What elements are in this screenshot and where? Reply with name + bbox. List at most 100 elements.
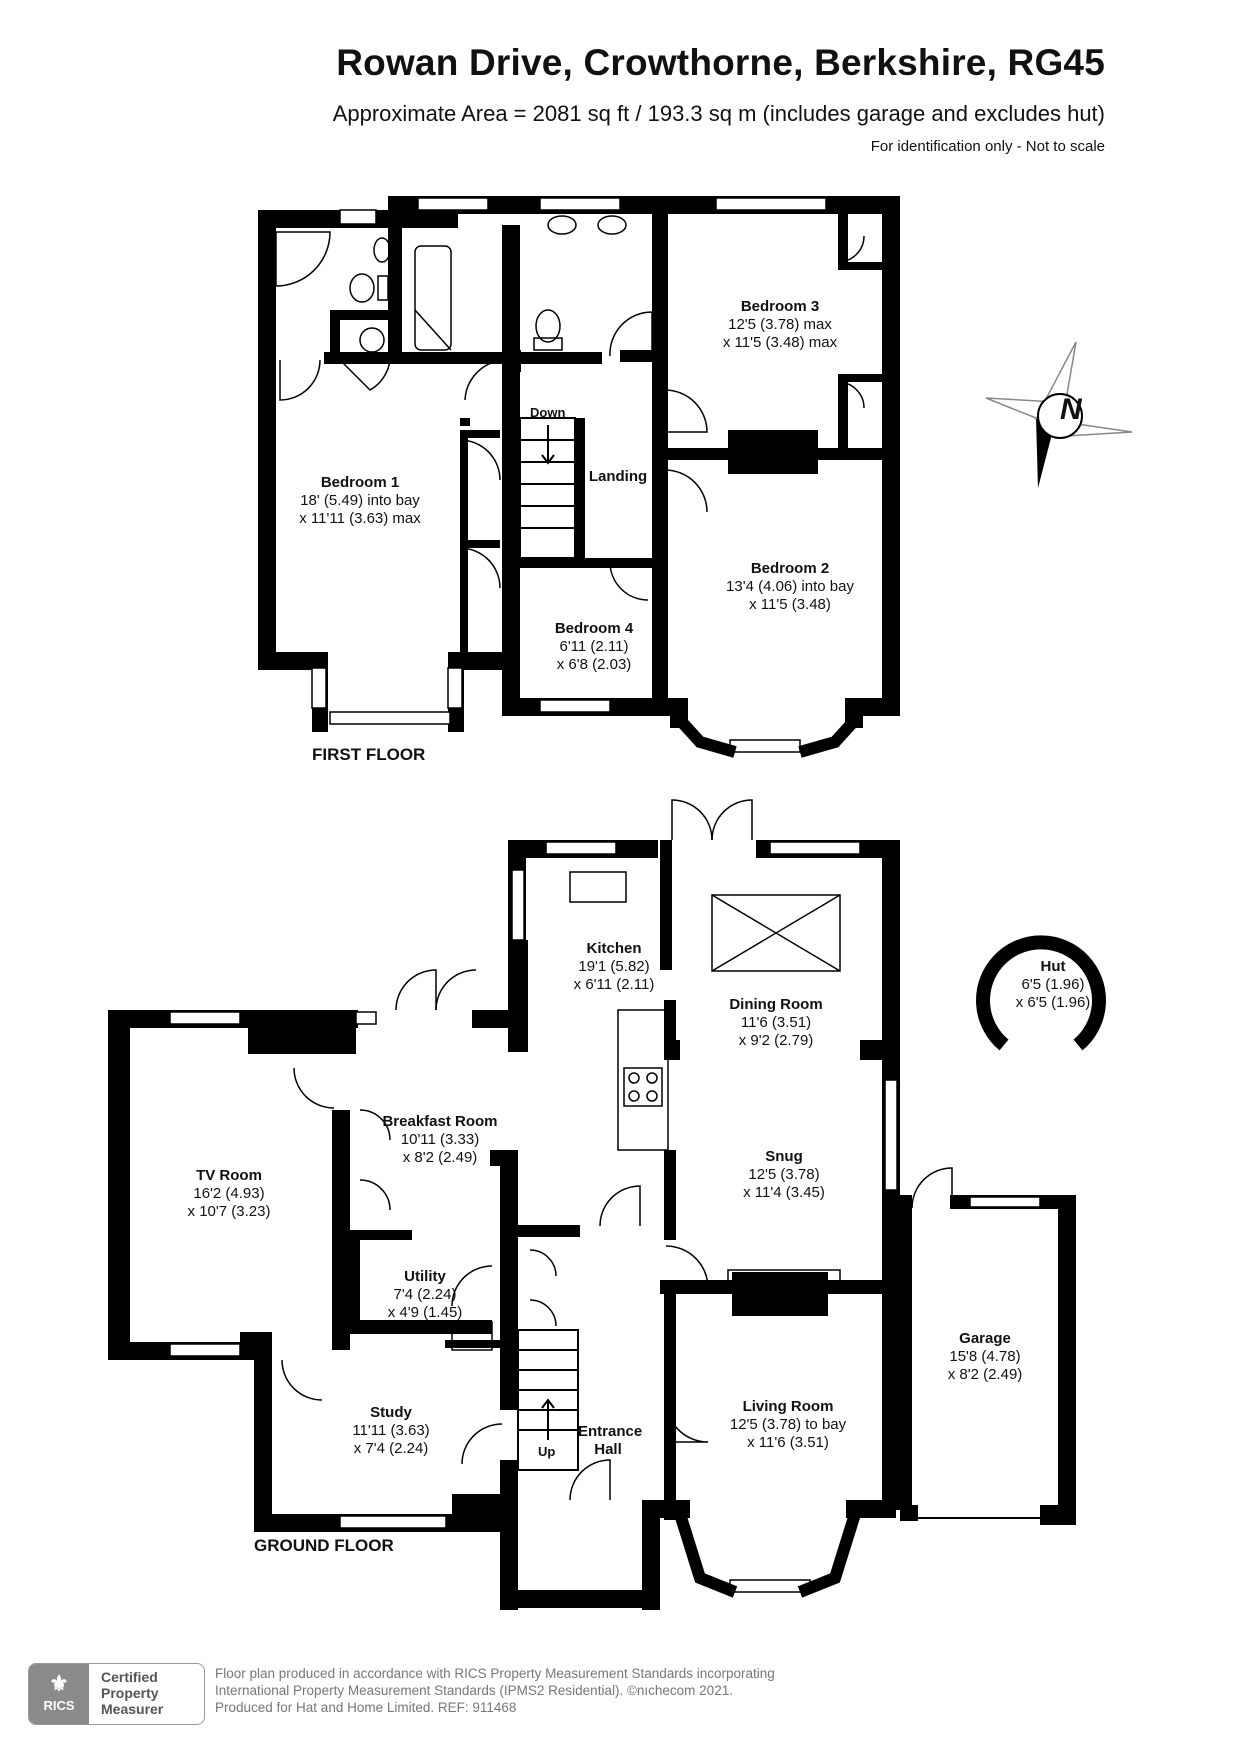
hearth	[727, 1269, 841, 1289]
wall	[642, 1500, 660, 1610]
room-label-utility: Utility 7'4 (2.24) x 4'9 (1.45)	[387, 1268, 463, 1321]
wall	[848, 262, 888, 270]
toilet	[349, 273, 375, 303]
bay-window	[798, 715, 860, 758]
wall	[248, 1010, 356, 1054]
window	[169, 1011, 241, 1025]
window	[169, 1343, 241, 1357]
window	[417, 197, 489, 211]
room-label-bedroom-2: Bedroom 2 13'4 (4.06) into bay x 11'5 (3…	[726, 560, 854, 613]
staircase	[517, 1329, 579, 1471]
room-label-tv-room: TV Room 16'2 (4.93) x 10'7 (3.23)	[187, 1167, 271, 1220]
room-label-living-room: Living Room 12'5 (3.78) to bay x 11'6 (3…	[729, 1398, 847, 1451]
wall	[330, 310, 390, 320]
wall	[350, 1240, 360, 1325]
door-swing	[569, 1459, 611, 1501]
door-swing	[459, 439, 501, 481]
boiler-cupboard	[359, 327, 385, 353]
door-swing	[529, 1299, 557, 1327]
hut-outline	[976, 935, 1106, 1051]
wall	[620, 350, 660, 362]
wall	[276, 212, 292, 218]
wall	[500, 1150, 518, 1410]
area-subtitle: Approximate Area = 2081 sq ft / 193.3 sq…	[332, 101, 1105, 126]
wall	[664, 1000, 676, 1050]
window	[539, 197, 621, 211]
toilet	[535, 309, 561, 343]
chimney-breast	[732, 1272, 828, 1316]
bay-window	[797, 1512, 861, 1598]
door-swing	[281, 1359, 323, 1401]
wall	[1040, 1505, 1076, 1525]
room-label-study: Study 11'11 (3.63) x 7'4 (2.24)	[352, 1404, 430, 1457]
window	[769, 841, 861, 855]
wall	[508, 940, 528, 1052]
wall	[460, 652, 510, 670]
door-swing	[711, 799, 753, 841]
wall	[500, 1460, 518, 1610]
wall	[258, 210, 276, 670]
door-swing	[609, 561, 649, 601]
door-swing	[435, 969, 477, 1011]
wall	[350, 1230, 412, 1240]
door-swing	[837, 381, 865, 409]
wall	[330, 310, 340, 360]
bath	[414, 245, 452, 351]
wall	[505, 350, 521, 372]
wall	[838, 210, 848, 270]
rics-certified-badge: ⚜ RICS Certified Property Measurer	[28, 1663, 205, 1725]
bay-window	[674, 1512, 738, 1598]
window	[339, 209, 377, 225]
room-label-bedroom-3: Bedroom 3 12'5 (3.78) max x 11'5 (3.48) …	[722, 298, 838, 351]
room-label-kitchen: Kitchen 19'1 (5.82) x 6'11 (2.11)	[573, 940, 655, 993]
window	[715, 197, 827, 211]
room-label-entrance-hall: Entrance Hall	[578, 1423, 643, 1458]
door-swing	[664, 469, 708, 513]
door-swing	[451, 1265, 493, 1307]
wall	[324, 352, 602, 364]
window	[339, 1515, 447, 1529]
wall	[838, 374, 848, 454]
room-label-landing: Landing	[588, 468, 648, 485]
wall	[460, 430, 500, 438]
wall	[472, 1010, 528, 1028]
shower-tray	[275, 231, 331, 287]
door-swing	[599, 1185, 641, 1227]
wall	[108, 1010, 130, 1360]
kitchen-sink	[451, 1321, 493, 1351]
scale-note: For identification only - Not to scale	[870, 138, 1105, 155]
door-swing	[837, 235, 865, 263]
crest-icon: ⚜	[49, 1671, 69, 1696]
wall	[502, 558, 652, 568]
wall	[500, 1225, 580, 1237]
window	[329, 711, 451, 725]
wall	[848, 374, 888, 382]
floor-label-first: FIRST FLOOR	[312, 745, 426, 764]
wall	[660, 840, 672, 970]
wall	[664, 1290, 676, 1520]
north-arrow-icon	[985, 341, 1133, 488]
stairs-label-down: Down	[530, 405, 566, 420]
door-swing	[279, 359, 321, 401]
kitchen-sink	[569, 871, 627, 903]
room-label-dining-room: Dining Room 11'6 (3.51) x 9'2 (2.79)	[729, 996, 823, 1049]
footer-line: International Property Measurement Stand…	[215, 1683, 733, 1698]
wall	[258, 652, 314, 670]
window	[729, 739, 801, 753]
door-swing	[461, 1423, 503, 1465]
wall	[445, 1340, 505, 1348]
window	[969, 1196, 1041, 1208]
wall	[900, 1195, 912, 1510]
door-swing	[665, 1399, 709, 1443]
wall	[882, 196, 900, 716]
door-swing	[664, 389, 708, 433]
door-swing	[609, 311, 653, 357]
window	[447, 667, 463, 709]
window	[545, 841, 617, 855]
window	[511, 869, 525, 941]
window	[729, 1579, 811, 1593]
window	[884, 1079, 898, 1191]
wall	[460, 418, 470, 426]
washbasin	[547, 215, 577, 235]
window	[539, 699, 611, 713]
